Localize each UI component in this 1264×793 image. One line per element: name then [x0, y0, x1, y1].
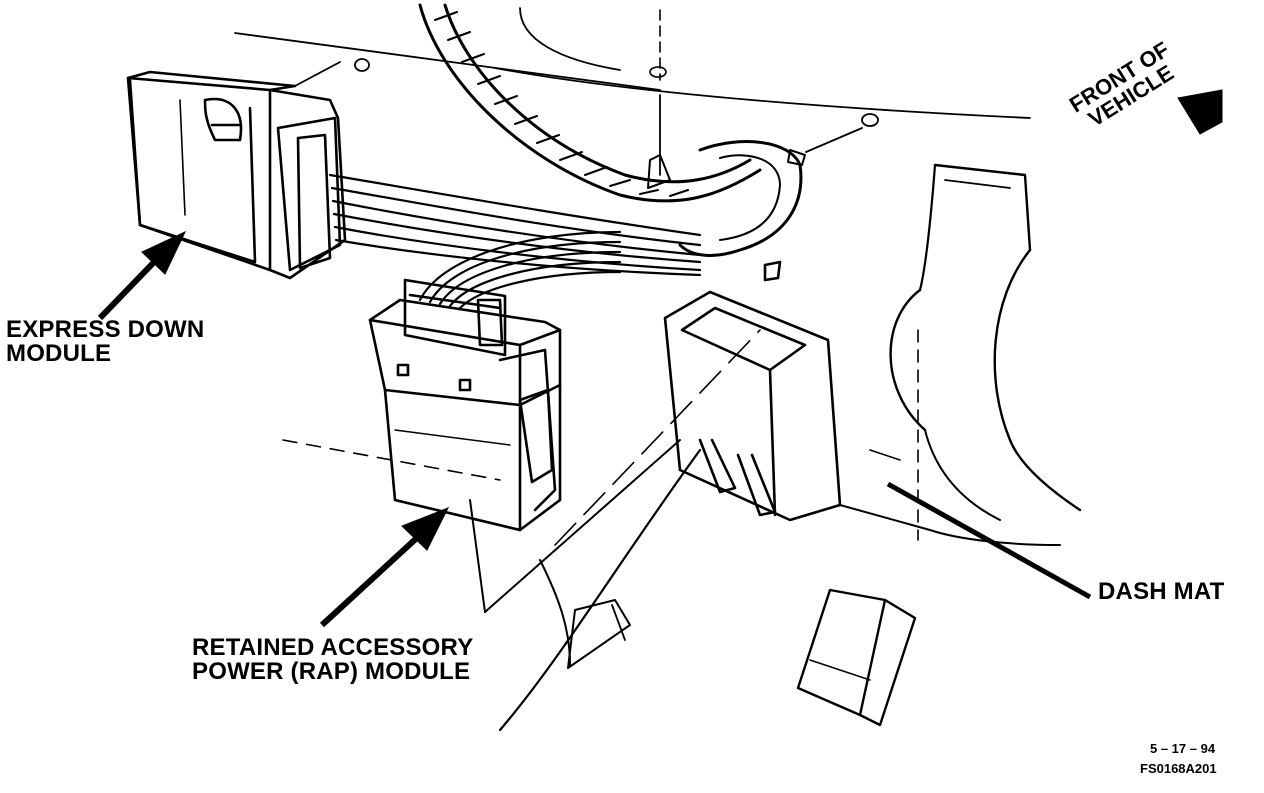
express-down-label-line2: MODULE	[6, 340, 112, 368]
express-down-module-label: EXPRESS DOWN MODULE	[6, 316, 205, 368]
dash-mat-arrow	[888, 484, 1090, 597]
dash-panel-outline	[235, 8, 1030, 612]
rap-module-label: RETAINED ACCESSORY POWER (RAP) MODULE	[192, 634, 474, 686]
dash-mat-label: DASH MAT	[1098, 578, 1225, 605]
front-of-vehicle-arrow	[1178, 90, 1222, 134]
express-down-arrow	[100, 232, 185, 318]
figure-code: FS0168A201	[1140, 761, 1217, 776]
dash-mat-drawing	[840, 165, 1080, 545]
pedal-bracket-drawing	[798, 590, 915, 725]
figure-date: 5 – 17 – 94	[1150, 741, 1216, 756]
rap-label-line2: POWER (RAP) MODULE	[192, 658, 471, 686]
leader-arrows	[100, 90, 1222, 625]
connector-wires	[330, 175, 700, 308]
mounting-bracket-drawing	[665, 262, 840, 520]
steering-column-trim	[500, 450, 700, 730]
rap-arrow	[322, 508, 448, 625]
express-down-label-line1: EXPRESS DOWN	[6, 316, 205, 343]
rap-label-line1: RETAINED ACCESSORY	[192, 634, 474, 661]
rap-module-drawing	[370, 280, 560, 530]
main-wiring-harness	[420, 5, 878, 255]
